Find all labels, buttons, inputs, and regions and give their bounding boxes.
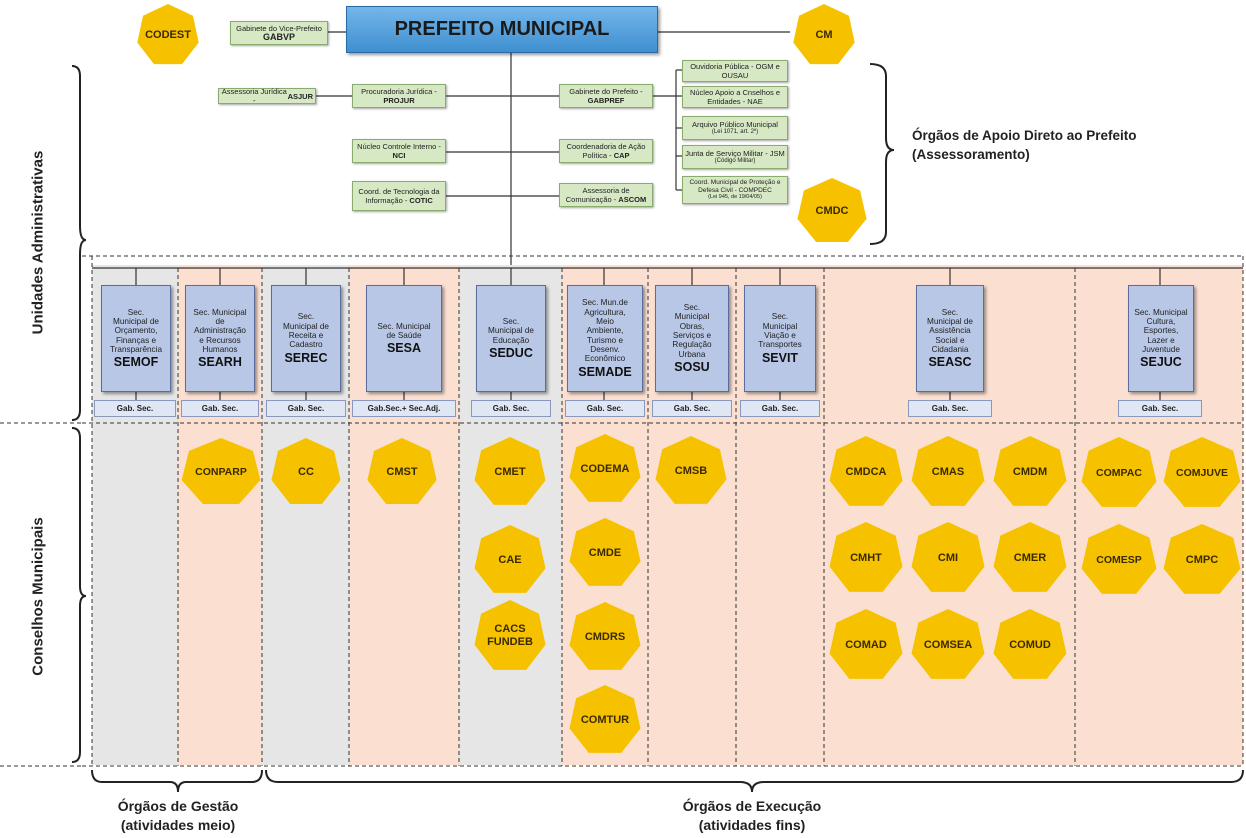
box-ascom: Assessoria de Comunicação - ASCOM	[559, 183, 653, 207]
council-cmpc: CMPC	[1163, 524, 1241, 594]
council-cmet: CMET	[474, 437, 546, 505]
council-cmde: CMDE	[569, 518, 641, 586]
box-gabpref: Gabinete do Prefeito - GABPREF	[559, 84, 653, 108]
council-codema: CODEMA	[569, 434, 641, 502]
council-codest: CODEST	[137, 4, 199, 65]
box-ogm: Ouvidoria Pública - OGM e OUSAU	[682, 60, 788, 82]
gab-seasc: Gab. Sec.	[908, 400, 992, 417]
sec-seasc: Sec. Municipal de Assistência Social e C…	[916, 285, 984, 392]
council-cmi: CMI	[911, 522, 985, 592]
prefeito-title: PREFEITO MUNICIPAL	[394, 18, 610, 40]
sec-searh: Sec. Municipal de Administração e Recurs…	[185, 285, 255, 392]
council-conparp: CONPARP	[181, 438, 261, 504]
council-cm: CM	[793, 4, 855, 65]
gabvp-label: Gabinete do Vice-Prefeito	[236, 24, 322, 33]
gab-sevit: Gab. Sec.	[740, 400, 820, 417]
box-cap: Coordenadoria de Ação Política - CAP	[559, 139, 653, 163]
council-comud: COMUD	[993, 609, 1067, 679]
gabvp-acronym: GABVP	[262, 32, 295, 42]
gab-semade: Gab. Sec.	[565, 400, 645, 417]
council-compac: COMPAC	[1081, 437, 1157, 507]
council-cae: CAE	[474, 525, 546, 593]
sec-sosu: Sec. Municipal Obras, Serviços e Regulaç…	[655, 285, 729, 392]
gab-searh: Gab. Sec.	[181, 400, 259, 417]
council-cmdm: CMDM	[993, 436, 1067, 506]
gab-semof: Gab. Sec.	[94, 400, 176, 417]
gab-sosu: Gab. Sec.	[652, 400, 732, 417]
apoio-direto-label: Órgãos de Apoio Direto ao Prefeito (Asse…	[912, 128, 1137, 162]
council-cmas: CMAS	[911, 436, 985, 506]
prefeito-municipal-box: PREFEITO MUNICIPAL	[346, 6, 658, 53]
box-jsm: Junta de Serviço Militar - JSM (Código M…	[682, 145, 788, 169]
box-gabvp: Gabinete do Vice-Prefeito GABVP	[230, 21, 328, 45]
council-cmht: CMHT	[829, 522, 903, 592]
council-cmsb: CMSB	[655, 436, 727, 504]
council-comtur: COMTUR	[569, 685, 641, 753]
box-nae: Núcleo Apoio a Cnselhos e Entidades - NA…	[682, 86, 788, 108]
council-cmdc: CMDC	[797, 178, 867, 243]
council-cmst: CMST	[367, 438, 437, 504]
box-nci: Núcleo Controle Interno - NCI	[352, 139, 446, 163]
box-asjur: Assessoria Jurídica - ASJUR	[218, 87, 316, 105]
sec-semade: Sec. Mun.de Agricultura, Meio Ambiente, …	[567, 285, 643, 392]
sec-semof: Sec. Municipal de Orçamento, Finanças e …	[101, 285, 171, 392]
council-comesp: COMESP	[1081, 524, 1157, 594]
label-unidades-administrativas: Unidades Administrativas	[29, 150, 47, 335]
council-cmer: CMER	[993, 522, 1067, 592]
council-comsea: COMSEA	[911, 609, 985, 679]
council-cacs-fundeb: CACS FUNDEB	[474, 600, 546, 670]
box-cotic: Coord. de Tecnologia da Informação - COT…	[352, 181, 446, 211]
council-cmdca: CMDCA	[829, 436, 903, 506]
gab-serec: Gab. Sec.	[266, 400, 346, 417]
gab-seduc: Gab. Sec.	[471, 400, 551, 417]
council-cmdrs: CMDRS	[569, 602, 641, 670]
label-orgaos-execucao: Órgãos de Execução (atividades fins)	[682, 798, 822, 833]
sec-sejuc: Sec. Municipal Cultura, Esportes, Lazer …	[1128, 285, 1194, 392]
box-compdec: Coord. Municipal de Proteção e Defesa Ci…	[682, 176, 788, 204]
box-arquivo: Arquivo Público Municipal (Lei 1071, art…	[682, 116, 788, 140]
label-conselhos-municipais: Conselhos Municipais	[29, 517, 47, 676]
council-comjuve: COMJUVE	[1163, 437, 1241, 507]
gab-sesa: Gab.Sec.+ Sec.Adj.	[352, 400, 456, 417]
gab-sejuc: Gab. Sec.	[1118, 400, 1202, 417]
council-comad: COMAD	[829, 609, 903, 679]
label-orgaos-gestao: Órgãos de Gestão (atividades meio)	[117, 798, 239, 833]
box-projur: Procuradoria Jurídica - PROJUR	[352, 84, 446, 108]
council-cc: CC	[271, 438, 341, 504]
